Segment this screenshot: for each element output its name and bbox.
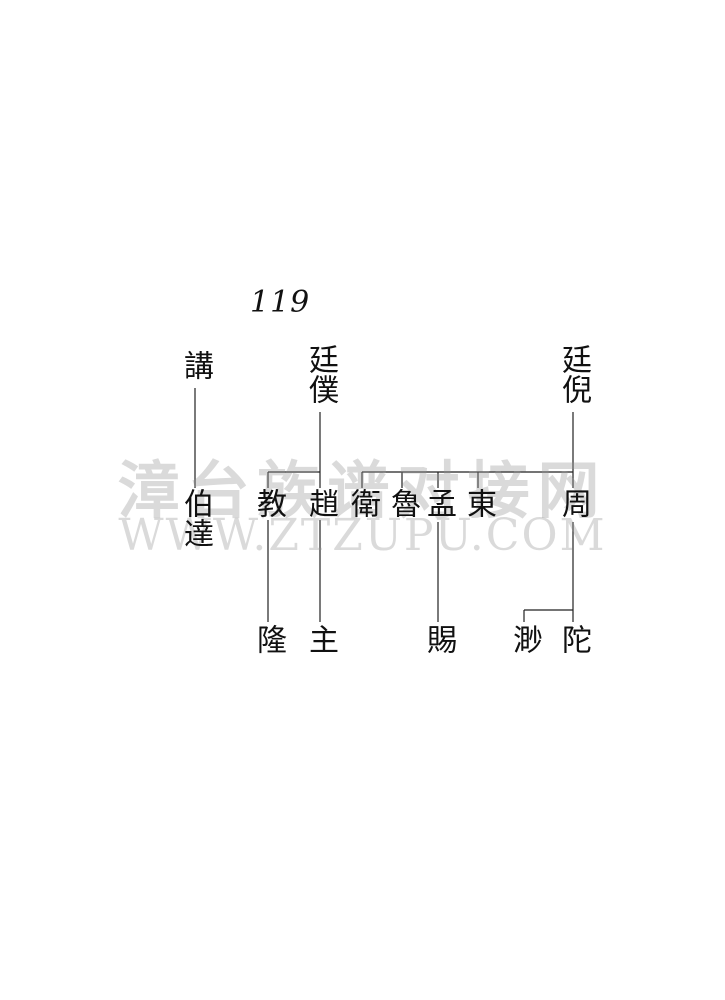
person-tuo: 陀	[556, 624, 591, 654]
page-number: 119	[250, 285, 311, 320]
person-lu: 魯	[385, 488, 420, 518]
person-meng: 孟	[421, 488, 456, 518]
person-zhou: 周	[556, 488, 591, 518]
person-tingni: 廷倪	[556, 344, 591, 404]
person-jiang: 講	[178, 350, 213, 380]
person-tingpu: 廷僕	[303, 344, 338, 404]
person-dong: 東	[461, 488, 496, 518]
person-boda: 伯達	[178, 488, 213, 548]
person-zhu: 主	[303, 624, 338, 654]
person-miao: 渺	[507, 624, 542, 654]
person-ci: 賜	[421, 624, 456, 654]
person-zhao: 趙	[303, 488, 338, 518]
person-jiao: 教	[251, 488, 286, 518]
person-long: 隆	[251, 624, 286, 654]
person-wei: 衛	[345, 488, 380, 518]
